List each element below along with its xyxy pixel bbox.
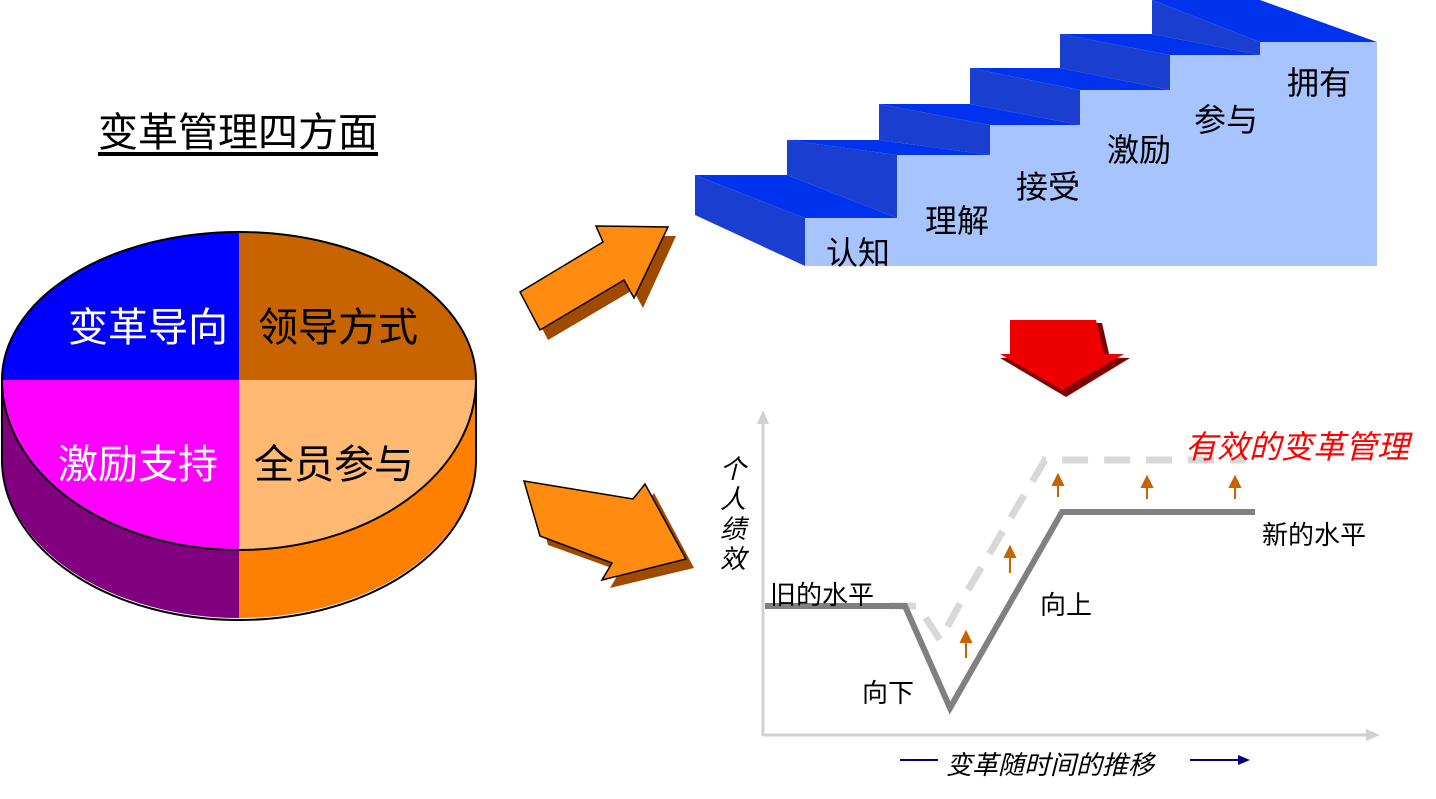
up-label: 向上 bbox=[1040, 591, 1093, 621]
stair-step-involvement: 参与 bbox=[1194, 101, 1259, 139]
arrow-to-chart bbox=[522, 480, 694, 588]
pie-slice-q1 bbox=[2, 232, 239, 380]
pie-slice-q2 bbox=[239, 232, 476, 380]
old-level-label: 旧的水平 bbox=[770, 581, 875, 611]
pie-slice-q4 bbox=[239, 380, 476, 550]
stair-step-motivation: 激励 bbox=[1107, 131, 1172, 169]
pie-cylinder bbox=[0, 231, 478, 621]
stair-step-awareness: 认知 bbox=[826, 234, 891, 272]
pie-slice-q3 bbox=[2, 380, 239, 550]
pie-label-incentive: 激励支持 bbox=[58, 442, 218, 488]
stair-step-ownership: 拥有 bbox=[1287, 64, 1352, 102]
y-axis-label: 个 人 绩 效 bbox=[719, 455, 746, 575]
pie-label-leadership: 领导方式 bbox=[258, 305, 418, 351]
arrow-to-stairs bbox=[519, 225, 676, 340]
stair-step-acceptance: 接受 bbox=[1016, 168, 1081, 206]
pie-label-direction: 变革导向 bbox=[68, 305, 228, 351]
red-down-arrow bbox=[1000, 320, 1130, 397]
down-label: 向下 bbox=[862, 679, 915, 709]
effective-change-label: 有效的变革管理 bbox=[1185, 428, 1410, 466]
diagram-title: 变革管理四方面 bbox=[98, 110, 378, 156]
new-level-label: 新的水平 bbox=[1262, 521, 1367, 551]
performance-chart bbox=[757, 410, 1380, 765]
stair-step-understanding: 理解 bbox=[925, 202, 990, 240]
x-axis-label: 变革随时间的推移 bbox=[946, 751, 1155, 781]
staircase bbox=[695, 0, 1377, 266]
pie-label-participation: 全员参与 bbox=[254, 442, 414, 488]
